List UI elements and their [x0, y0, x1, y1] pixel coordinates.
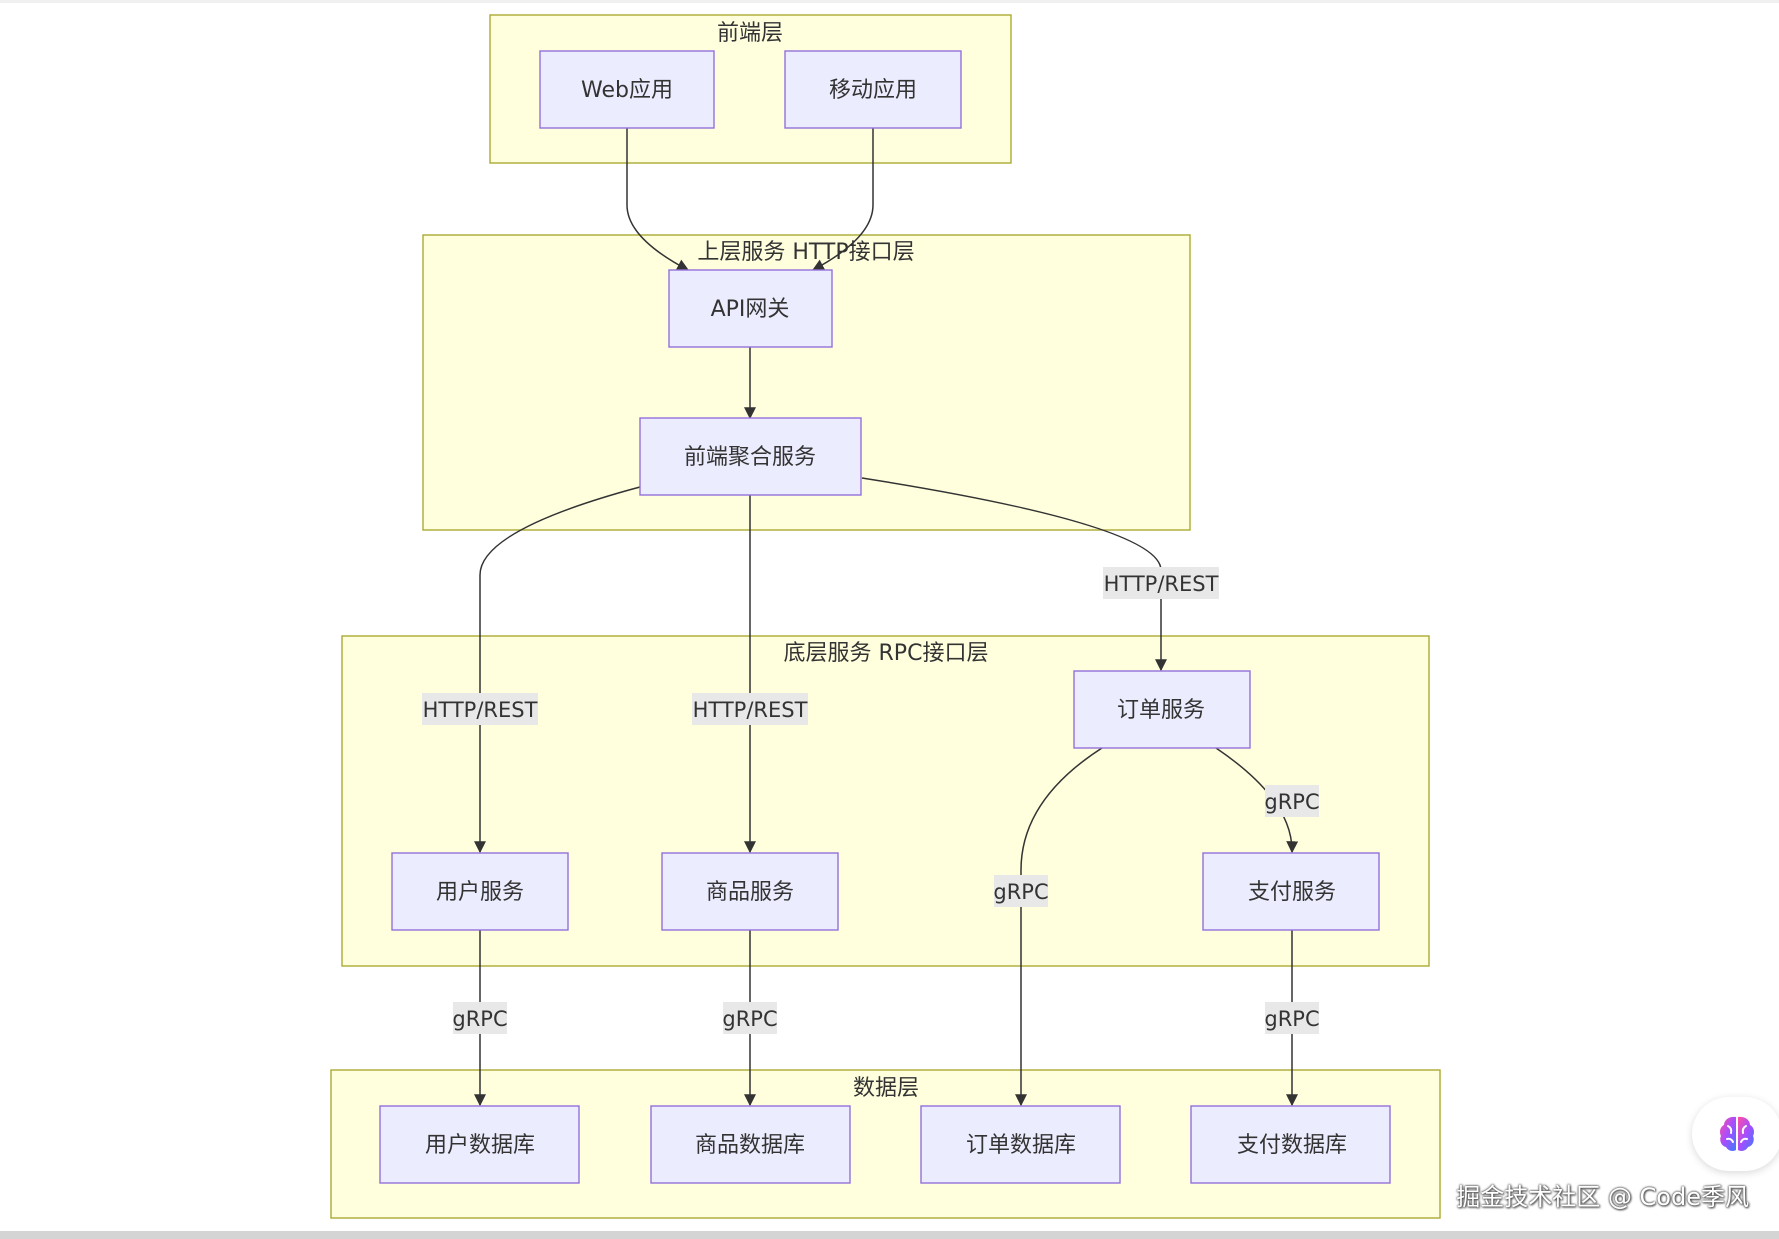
svg-text:订单数据库: 订单数据库: [966, 1133, 1076, 1158]
svg-text:Web应用: Web应用: [581, 78, 673, 103]
svg-text:gRPC: gRPC: [722, 1007, 777, 1031]
edge-bff-to-order: [861, 477, 1167, 672]
cluster-upper-title: 上层服务 HTTP接口层: [697, 240, 914, 265]
svg-text:API网关: API网关: [711, 297, 790, 322]
svg-text:移动应用: 移动应用: [829, 78, 917, 103]
svg-text:支付服务: 支付服务: [1248, 880, 1336, 905]
node-order-db[interactable]: 订单数据库: [920, 1105, 1121, 1184]
edge-bff-to-user: [474, 486, 641, 854]
svg-text:前端聚合服务: 前端聚合服务: [684, 445, 816, 470]
node-api-gateway[interactable]: API网关: [668, 269, 833, 348]
svg-text:HTTP/REST: HTTP/REST: [423, 698, 538, 722]
edge-order-to-order-db: [1015, 747, 1103, 1107]
svg-text:gRPC: gRPC: [1264, 790, 1319, 814]
cluster-lower-title: 底层服务 RPC接口层: [784, 641, 989, 666]
edge-label-user-userdb: gRPC: [452, 1002, 508, 1034]
node-web-app[interactable]: Web应用: [539, 50, 715, 129]
edges: [474, 128, 1299, 1107]
watermark: 掘金技术社区 @ Code季风: [1456, 1183, 1749, 1211]
svg-text:商品数据库: 商品数据库: [695, 1133, 805, 1158]
svg-text:支付数据库: 支付数据库: [1237, 1133, 1347, 1158]
edge-label-bff-user: HTTP/REST: [422, 693, 538, 725]
edge-label-order-payment: gRPC: [1264, 785, 1320, 817]
svg-text:用户数据库: 用户数据库: [425, 1133, 535, 1158]
svg-text:gRPC: gRPC: [1264, 1007, 1319, 1031]
node-user-db[interactable]: 用户数据库: [379, 1105, 580, 1184]
svg-text:用户服务: 用户服务: [436, 880, 524, 905]
svg-text:HTTP/REST: HTTP/REST: [693, 698, 808, 722]
edge-label-bff-order: HTTP/REST: [1103, 567, 1219, 599]
edge-label-product-productdb: gRPC: [722, 1002, 778, 1034]
bottom-border: [0, 1231, 1779, 1239]
node-order-service[interactable]: 订单服务: [1073, 670, 1251, 749]
node-product-db[interactable]: 商品数据库: [650, 1105, 851, 1184]
edge-mobile-to-gateway: [811, 128, 874, 271]
svg-text:HTTP/REST: HTTP/REST: [1104, 572, 1219, 596]
svg-text:gRPC: gRPC: [993, 880, 1048, 904]
node-payment-db[interactable]: 支付数据库: [1190, 1105, 1391, 1184]
edge-label-order-orderdb: gRPC: [993, 875, 1049, 907]
node-product-service[interactable]: 商品服务: [661, 852, 839, 931]
svg-text:商品服务: 商品服务: [706, 880, 794, 905]
edge-web-to-gateway: [626, 128, 690, 271]
svg-text:gRPC: gRPC: [452, 1007, 507, 1031]
top-border: [0, 0, 1779, 3]
svg-text:订单服务: 订单服务: [1117, 698, 1205, 723]
assistant-button[interactable]: [1692, 1097, 1779, 1171]
edge-label-payment-paymentdb: gRPC: [1264, 1002, 1320, 1034]
edge-label-bff-product: HTTP/REST: [692, 693, 808, 725]
cluster-frontend-title: 前端层: [717, 21, 783, 46]
node-mobile-app[interactable]: 移动应用: [784, 50, 962, 129]
node-payment-service[interactable]: 支付服务: [1202, 852, 1380, 931]
node-bff-service[interactable]: 前端聚合服务: [639, 417, 862, 496]
brain-icon: [1720, 1116, 1754, 1151]
node-user-service[interactable]: 用户服务: [391, 852, 569, 931]
cluster-data-title: 数据层: [853, 1076, 919, 1101]
